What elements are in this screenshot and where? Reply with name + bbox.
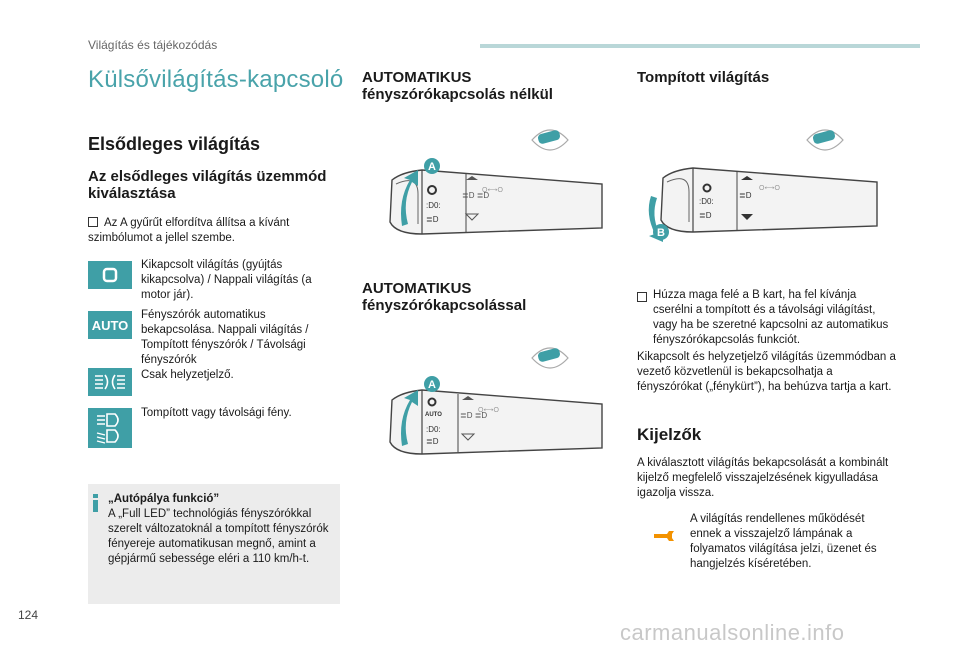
mode-text-position: Csak helyzetjelző. <box>141 369 234 381</box>
mode-text-auto: Fényszórók automatikus bekapcsolása. Nap… <box>141 309 309 366</box>
svg-text:≣D ≣D: ≣D ≣D <box>460 411 487 420</box>
checkbox-bullet-icon <box>88 217 98 227</box>
stalk-illustration-dipped: :D0: ≣D ≣D O⟷O B <box>637 118 891 248</box>
note-content: „Autópálya funkció” A „Full LED” technol… <box>108 492 336 567</box>
auto-icon: AUTO <box>88 311 132 339</box>
instruction-ring-a: Az A gyűrűt elfordítva állítsa a kívánt … <box>88 216 324 246</box>
mode-text-off: Kikapcsolt világítás (gyújtás kikapcsolv… <box>141 259 312 301</box>
svg-text::D0:: :D0: <box>426 425 441 434</box>
svg-text::D0:: :D0: <box>426 201 441 210</box>
watermark: carmanualsonline.info <box>620 620 845 645</box>
page-title: Külsővilágítás-kapcsoló <box>88 66 344 93</box>
instruction-text: Az A gyűrűt elfordítva állítsa a kívánt … <box>88 217 290 244</box>
light-off-icon <box>88 261 132 289</box>
subsection-title-mode-selection: Az elsődleges világítás üzemmód kiválasz… <box>88 168 327 202</box>
warning-text: A világítás rendellenes működését ennek … <box>690 513 877 570</box>
knob-auto-label: AUTO <box>425 412 442 418</box>
running-header: Világítás és tájékozódás <box>88 38 218 52</box>
checkbox-bullet-icon <box>637 292 647 302</box>
instruction-stalk-b: Húzza maga felé a B kart, ha fel kívánja… <box>637 288 899 348</box>
indicators-text: A kiválasztott világítás bekapcsolását a… <box>637 457 889 499</box>
stalk-illustration-without-auto: :D0: ≣D ≣D ≣D O⟷O A <box>362 118 616 250</box>
info-note-box: „Autópálya funkció” A „Full LED” technol… <box>88 484 340 604</box>
callout-b-label: B <box>657 227 665 239</box>
callout-a-label-2: A <box>428 379 436 391</box>
header-rule <box>480 44 920 48</box>
section-title-primary-lighting: Elsődleges világítás <box>88 134 261 154</box>
info-icon <box>93 494 98 512</box>
callout-a-label: A <box>428 161 436 173</box>
stalk-illustration-with-auto: AUTO :D0: ≣D ≣D ≣D O⟷O A <box>362 340 616 470</box>
page-number: 124 <box>18 608 39 622</box>
position-lights-icon <box>88 368 132 396</box>
title-with-auto: AUTOMATIKUS fényszórókapcsolással <box>362 280 527 314</box>
svg-text:≣D: ≣D <box>426 215 439 224</box>
note-text: A „Full LED” technológiás fényszórókkal … <box>108 508 329 565</box>
svg-text:≣D: ≣D <box>699 211 712 220</box>
instruction-row: Húzza maga felé a B kart, ha fel kívánja… <box>637 288 899 348</box>
svg-text:O⟷O: O⟷O <box>759 185 780 192</box>
svg-text:≣D ≣D: ≣D ≣D <box>462 191 489 200</box>
wrench-warning-icon <box>652 528 676 544</box>
flash-paragraph: Kikapcsolt és helyzetjelző világítás üze… <box>637 351 896 393</box>
mode-text-dipped-main: Tompított vagy távolsági fény. <box>141 407 292 419</box>
svg-text:≣D: ≣D <box>426 437 439 446</box>
dipped-main-beam-icon <box>88 408 132 448</box>
title-without-auto: AUTOMATIKUS fényszórókapcsolás nélkül <box>362 69 553 103</box>
svg-text:O⟷O: O⟷O <box>482 187 503 194</box>
svg-text:≣D: ≣D <box>739 191 752 200</box>
title-dipped-beam: Tompított világítás <box>637 69 770 86</box>
svg-text::D0:: :D0: <box>699 197 714 206</box>
svg-text:O⟷O: O⟷O <box>478 407 499 414</box>
section-title-indicators: Kijelzők <box>637 425 702 444</box>
instruction-b-text: Húzza maga felé a B kart, ha fel kívánja… <box>653 289 889 346</box>
note-title: „Autópálya funkció” <box>108 493 220 505</box>
